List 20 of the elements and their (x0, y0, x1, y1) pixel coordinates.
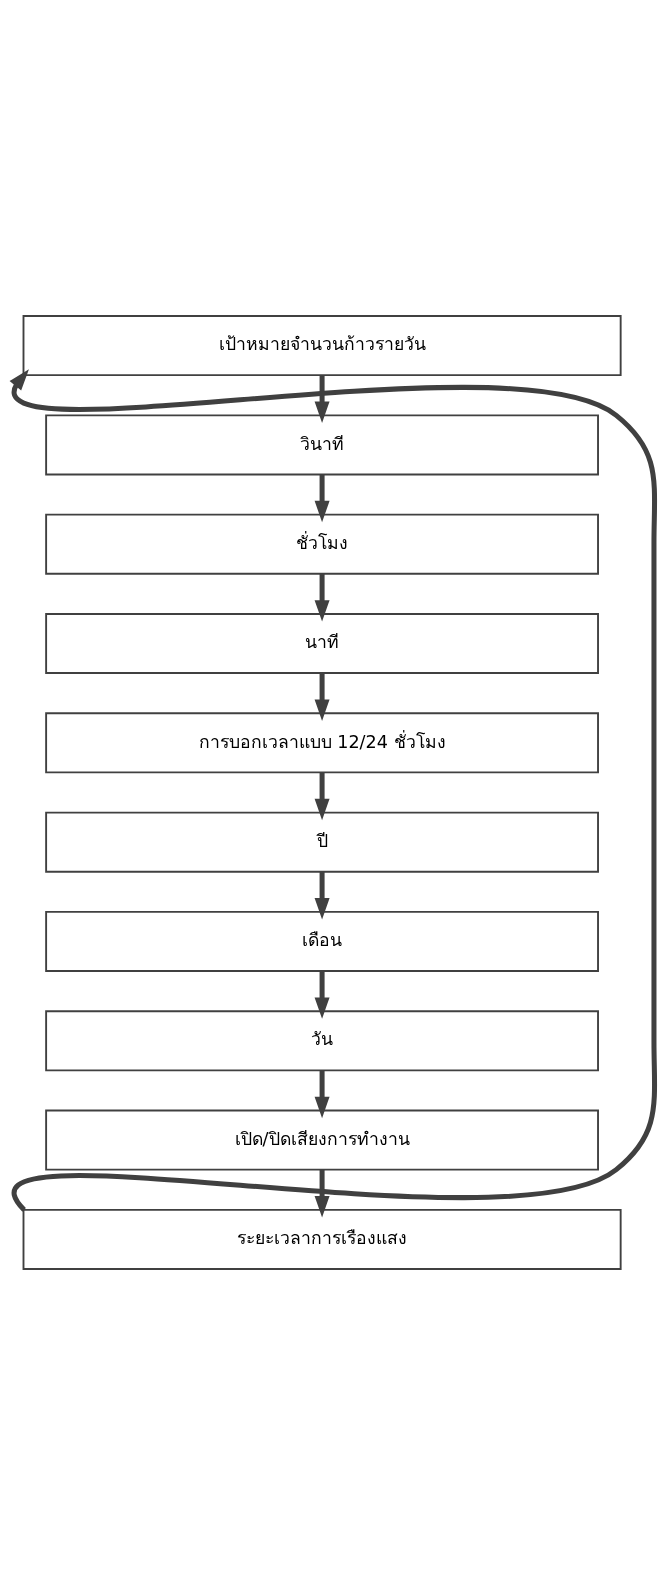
node-box: ชั่วโมง (45, 513, 599, 575)
arrow (314, 871, 330, 920)
arrow (314, 971, 330, 1019)
node-box: เป้าหมายจำนวนก้าวรายวัน (22, 315, 622, 377)
node-box: การบอกเวลาแบบ 12/24 ชั่วโมง (45, 712, 599, 774)
node-box: วัน (45, 1010, 599, 1072)
arrow (314, 673, 330, 721)
arrow (314, 375, 330, 423)
arrow (314, 474, 330, 523)
arrow (314, 1070, 330, 1119)
node-box: ระยะเวลาการเรืองแสง (22, 1208, 622, 1270)
arrow (314, 1169, 330, 1218)
node-box: ปี (45, 811, 599, 873)
arrow (314, 772, 330, 821)
arrow (314, 574, 330, 622)
node-box: เดือน (45, 911, 599, 972)
arrow (9, 369, 658, 1212)
node-box: เปิด/ปิดเสียงการทำงาน (45, 1109, 599, 1171)
node-box: นาที (45, 613, 599, 674)
node-box: วินาที (45, 414, 599, 476)
